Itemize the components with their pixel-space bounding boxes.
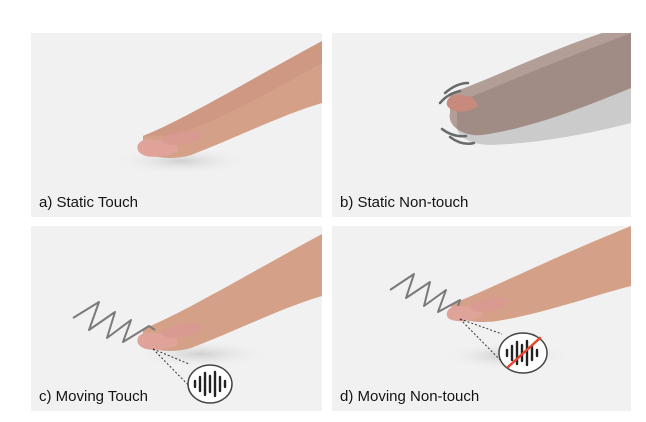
motion-arcs-icon: [438, 81, 476, 145]
finger-photo: [111, 41, 322, 175]
panel-static-non-touch: b) Static Non-touch: [332, 33, 631, 217]
fingertip: [446, 94, 478, 112]
zigzag-trajectory-icon: [389, 273, 461, 313]
panel-caption: c) Moving Touch: [39, 388, 148, 405]
panel-caption: d) Moving Non-touch: [340, 388, 480, 405]
finger: [449, 33, 631, 136]
slash-icon: [506, 336, 542, 369]
finger: [143, 234, 322, 351]
fingernail: [470, 297, 508, 312]
fingernail: [161, 323, 203, 338]
panel-static-touch: a) Static Touch: [31, 33, 322, 217]
finger-photo: [72, 234, 322, 404]
finger-photo: [438, 33, 631, 145]
panel-moving-touch: c) Moving Touch: [31, 226, 322, 411]
fingernail: [161, 130, 203, 145]
panel-moving-non-touch: d) Moving Non-touch: [332, 226, 631, 411]
finger-photo: [389, 226, 631, 374]
panel-caption: a) Static Touch: [39, 194, 138, 211]
panel-caption: b) Static Non-touch: [340, 194, 469, 211]
no-vibration-signal-icon: [498, 332, 548, 374]
zigzag-trajectory-icon: [72, 301, 156, 343]
vibration-signal-icon: [187, 364, 233, 404]
